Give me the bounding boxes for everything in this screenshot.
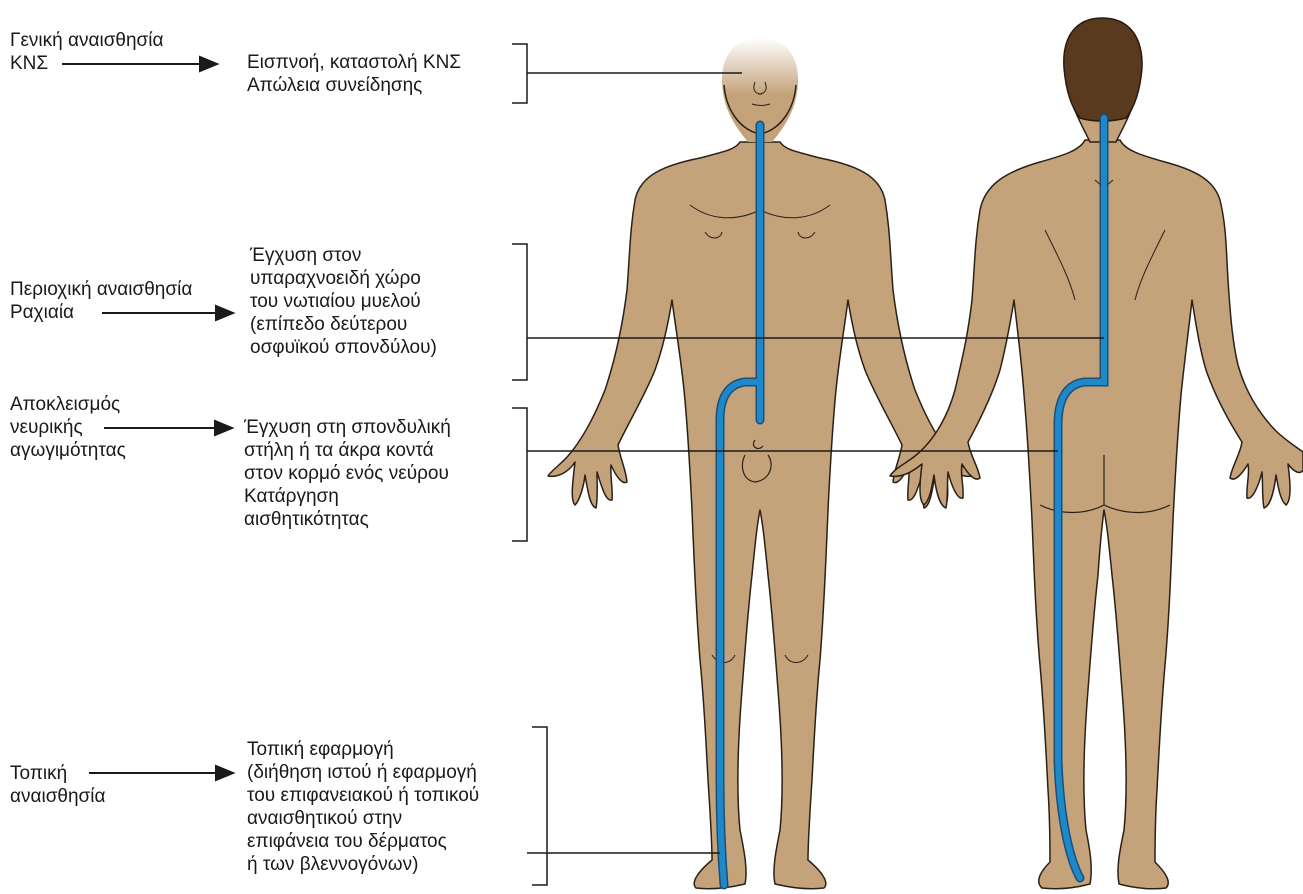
description-regional: Έγχυση στον υπαραχνοειδή χώρο του νωτιαί… <box>250 244 437 359</box>
description-line: ή των βλεννογόνων) <box>247 853 479 876</box>
label-local-anesthesia: Τοπική αναισθησία <box>10 762 105 808</box>
description-line: Απώλεια συνείδησης <box>247 74 461 97</box>
bracket-icon <box>512 44 527 103</box>
arrow-right-icon <box>216 306 233 320</box>
arrow-right-icon <box>200 57 217 71</box>
description-line: αισθητικότητας <box>244 508 451 531</box>
description-line: επιφάνεια του δέρματος <box>247 830 479 853</box>
description-nerve-block: Έγχυση στη σπονδυλική στήλη ή τα άκρα κο… <box>244 416 451 531</box>
description-line: στήλη ή τα άκρα κοντά <box>244 439 451 462</box>
bracket-icons <box>512 44 547 885</box>
description-line: στον κορμό ενός νεύρου <box>244 462 451 485</box>
arrow-right-icon <box>216 766 233 780</box>
label-line: Ραχιαία <box>10 301 192 324</box>
label-line: ΚΝΣ <box>10 52 163 75</box>
bracket-icon <box>512 408 527 541</box>
label-line: αγωγιμότητας <box>10 439 126 462</box>
back-hair <box>1064 18 1142 121</box>
description-line: οσφυϊκού σπονδύλου) <box>250 336 437 359</box>
label-regional-anesthesia: Περιοχική αναισθησία Ραχιαία <box>10 278 192 324</box>
label-nerve-block: Αποκλεισμός νευρικής αγωγιμότητας <box>10 393 126 462</box>
label-general-anesthesia: Γενική αναισθησία ΚΝΣ <box>10 29 163 75</box>
description-line: Κατάργηση <box>244 485 451 508</box>
description-local: Τοπική εφαρμογή (διήθηση ιστού ή εφαρμογ… <box>247 738 479 876</box>
description-line: Έγχυση στον <box>250 244 437 267</box>
description-line: αναισθητικού στην <box>247 807 479 830</box>
description-line: (επίπεδο δεύτερου <box>250 313 437 336</box>
description-general: Εισπνοή, καταστολή ΚΝΣ Απώλεια συνείδηση… <box>247 51 461 97</box>
description-line: του νωτιαίου μυελού <box>250 290 437 313</box>
label-line: Περιοχική αναισθησία <box>10 278 192 301</box>
bracket-icon <box>532 727 547 885</box>
back-body-silhouette <box>890 140 1303 889</box>
label-line: νευρικής <box>10 416 126 439</box>
description-line: υπαραχνοειδή χώρο <box>250 267 437 290</box>
label-line: Τοπική <box>10 762 105 785</box>
label-line: αναισθησία <box>10 785 105 808</box>
label-line: Γενική αναισθησία <box>10 29 163 52</box>
arrow-right-icon <box>215 421 232 435</box>
label-line: Αποκλεισμός <box>10 393 126 416</box>
description-line: Εισπνοή, καταστολή ΚΝΣ <box>247 51 461 74</box>
description-line: Έγχυση στη σπονδυλική <box>244 416 451 439</box>
bracket-icon <box>512 244 527 380</box>
description-line: Τοπική εφαρμογή <box>247 738 479 761</box>
description-line: (διήθηση ιστού ή εφαρμογή <box>247 761 479 784</box>
back-body-figure <box>890 18 1303 889</box>
description-line: του επιφανειακού ή τοπικού <box>247 784 479 807</box>
